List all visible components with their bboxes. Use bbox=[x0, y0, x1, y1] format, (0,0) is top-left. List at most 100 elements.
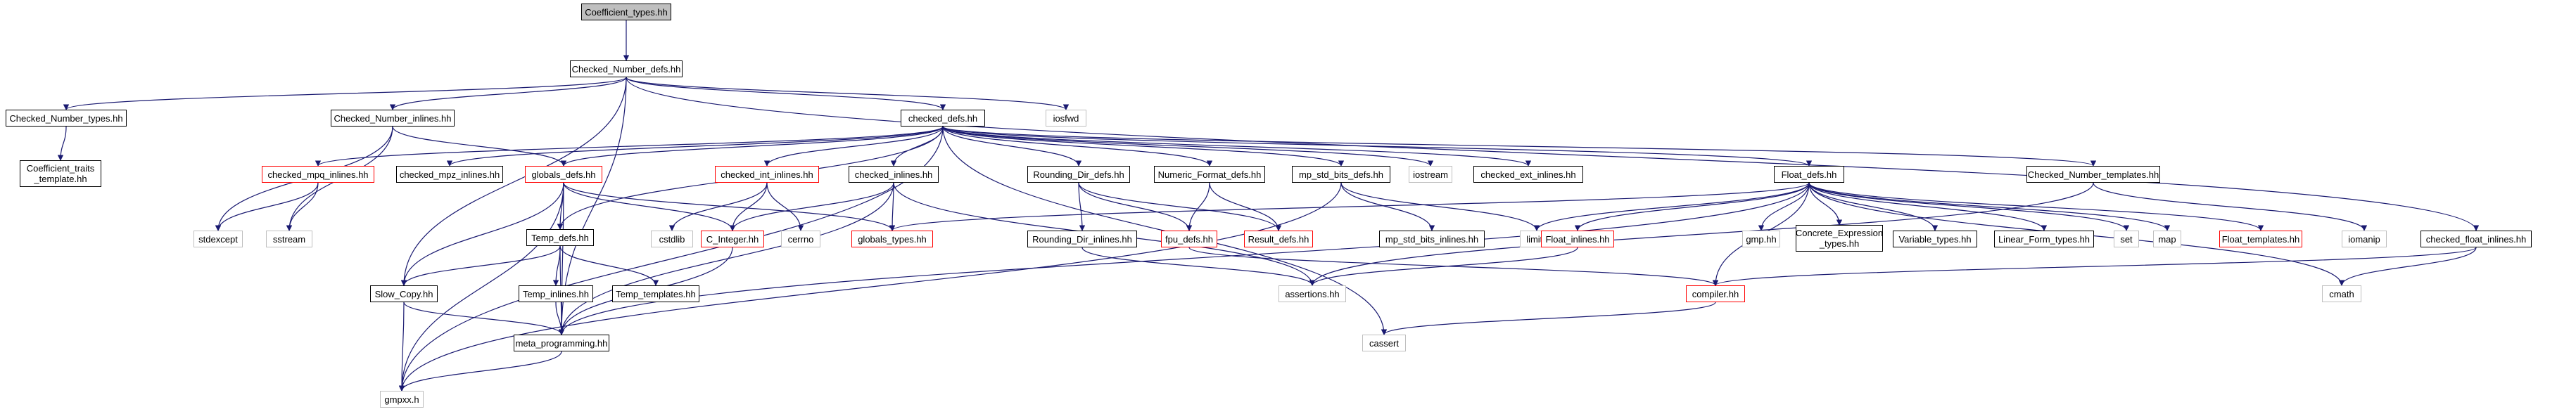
edge-checked-number-defs-to-iosfwd bbox=[626, 77, 1069, 110]
node-sstream[interactable]: sstream bbox=[266, 231, 312, 247]
edge-checked-number-types-to-coefficient-traits-template bbox=[57, 126, 67, 161]
edge-float-defs-to-set bbox=[1808, 182, 2130, 231]
node-concrete-expression-types[interactable]: Concrete_Expression _types.hh bbox=[1796, 225, 1883, 252]
node-linear-form-types[interactable]: Linear_Form_types.hh bbox=[1994, 231, 2094, 247]
edge-numeric-format-defs-to-fpu-defs bbox=[1186, 182, 1210, 231]
edge-checked-number-defs-to-slow-copy bbox=[400, 77, 627, 286]
edge-mp-std-bits-defs-to-limits bbox=[1340, 182, 1540, 231]
edge-checked-defs-to-rounding-dir-defs bbox=[942, 126, 1082, 167]
node-cerrno[interactable]: cerrno bbox=[781, 231, 820, 247]
edge-checked-mpq-inlines-to-sstream bbox=[286, 182, 319, 231]
edge-rounding-dir-inlines-to-assertions bbox=[1081, 247, 1316, 286]
node-mp-std-bits-defs[interactable]: mp_std_bits_defs.hh bbox=[1292, 166, 1390, 183]
node-iosfwd[interactable]: iosfwd bbox=[1046, 110, 1086, 127]
node-iomanip[interactable]: iomanip bbox=[2342, 231, 2387, 247]
node-set[interactable]: set bbox=[2114, 231, 2139, 247]
node-meta-programming[interactable]: meta_programming.hh bbox=[514, 335, 609, 351]
node-gmp[interactable]: gmp.hh bbox=[1742, 231, 1780, 247]
node-fpu-defs[interactable]: fpu_defs.hh bbox=[1161, 231, 1217, 247]
edge-float-defs-to-limits bbox=[1533, 182, 1810, 231]
edge-mp-std-bits-defs-to-gmpxx bbox=[398, 182, 1342, 392]
node-checked-int-inlines[interactable]: checked_int_inlines.hh bbox=[715, 166, 819, 183]
node-globals-types[interactable]: globals_types.hh bbox=[851, 231, 933, 247]
node-checked-number-defs[interactable]: Checked_Number_defs.hh bbox=[570, 60, 683, 77]
node-variable-types[interactable]: Variable_types.hh bbox=[1893, 231, 1977, 247]
edge-checked-mpq-inlines-to-stdexcept bbox=[215, 182, 319, 231]
edge-checked-number-templates-to-assertions bbox=[1309, 182, 2094, 286]
node-result-defs[interactable]: Result_defs.hh bbox=[1244, 231, 1313, 247]
edge-mp-std-bits-defs-to-mp-std-bits-inlines bbox=[1340, 182, 1435, 231]
node-float-defs[interactable]: Float_defs.hh bbox=[1774, 166, 1844, 183]
edge-temp-defs-to-temp-inlines bbox=[552, 245, 561, 286]
node-checked-float-inlines[interactable]: checked_float_inlines.hh bbox=[2420, 231, 2532, 247]
edge-slow-copy-to-meta-programming bbox=[403, 302, 565, 335]
edge-checked-defs-to-iostream bbox=[942, 126, 1434, 167]
edge-fpu-defs-to-compiler bbox=[1188, 247, 1718, 286]
node-iostream[interactable]: iostream bbox=[1409, 166, 1452, 183]
edge-float-inlines-to-assertions bbox=[1309, 247, 1578, 286]
node-temp-templates[interactable]: Temp_templates.hh bbox=[612, 285, 699, 302]
node-checked-number-templates[interactable]: Checked_Number_templates.hh bbox=[2026, 166, 2160, 183]
edge-checked-defs-to-float-defs bbox=[942, 126, 1812, 167]
node-cstdlib[interactable]: cstdlib bbox=[651, 231, 693, 247]
edge-checked-inlines-to-globals-types bbox=[889, 182, 896, 231]
node-compiler[interactable]: compiler.hh bbox=[1686, 285, 1745, 302]
node-coefficient-traits-template[interactable]: Coefficient_traits _template.hh bbox=[20, 160, 101, 187]
edge-numeric-format-defs-to-result-defs bbox=[1209, 182, 1282, 231]
node-gmpxx[interactable]: gmpxx.h bbox=[380, 391, 424, 408]
node-coefficient-types[interactable]: Coefficient_types.hh bbox=[581, 4, 671, 20]
edge-temp-defs-to-temp-templates bbox=[559, 245, 659, 286]
node-checked-number-types[interactable]: Checked_Number_types.hh bbox=[6, 110, 127, 127]
node-checked-mpz-inlines[interactable]: checked_mpz_inlines.hh bbox=[396, 166, 503, 183]
node-checked-number-inlines[interactable]: Checked_Number_inlines.hh bbox=[331, 110, 455, 127]
edge-globals-defs-to-globals-types bbox=[563, 182, 896, 231]
edge-checked-int-inlines-to-cerrno bbox=[766, 182, 804, 231]
node-numeric-format-defs[interactable]: Numeric_Format_defs.hh bbox=[1154, 166, 1265, 183]
node-checked-inlines[interactable]: checked_inlines.hh bbox=[849, 166, 939, 183]
node-temp-inlines[interactable]: Temp_inlines.hh bbox=[519, 285, 593, 302]
edge-checked-float-inlines-to-compiler bbox=[1713, 247, 2477, 286]
edge-checked-number-defs-to-checked-number-inlines bbox=[389, 77, 627, 110]
node-map[interactable]: map bbox=[2153, 231, 2181, 247]
edge-checked-number-inlines-to-globals-defs bbox=[392, 126, 567, 167]
edge-checked-int-inlines-to-c-integer bbox=[729, 182, 768, 231]
edge-slow-copy-to-gmpxx bbox=[398, 302, 405, 392]
edge-checked-number-defs-to-checked-defs bbox=[626, 77, 946, 110]
node-cassert[interactable]: cassert bbox=[1362, 335, 1406, 351]
edge-float-defs-to-float-templates bbox=[1808, 182, 2264, 231]
node-float-inlines[interactable]: Float_inlines.hh bbox=[1541, 231, 1614, 247]
edge-rounding-dir-defs-to-rounding-dir-inlines bbox=[1078, 182, 1086, 231]
edge-compiler-to-cassert bbox=[1381, 302, 1716, 335]
edge-checked-int-inlines-to-cstdlib bbox=[668, 182, 768, 231]
edge-checked-defs-to-mp-std-bits-defs bbox=[942, 126, 1345, 167]
edge-checked-defs-to-checked-ext-inlines bbox=[942, 126, 1531, 167]
node-rounding-dir-defs[interactable]: Rounding_Dir_defs.hh bbox=[1027, 166, 1130, 183]
node-concrete-expression-types-label: Concrete_Expression _types.hh bbox=[1795, 228, 1884, 249]
node-globals-defs[interactable]: globals_defs.hh bbox=[525, 166, 602, 183]
node-coefficient-traits-template-label: Coefficient_traits _template.hh bbox=[26, 163, 95, 184]
node-float-templates[interactable]: Float_templates.hh bbox=[2219, 231, 2302, 247]
edge-checked-defs-to-numeric-format-defs bbox=[942, 126, 1213, 167]
node-assertions[interactable]: assertions.hh bbox=[1279, 285, 1346, 302]
node-slow-copy[interactable]: Slow_Copy.hh bbox=[370, 285, 438, 302]
edge-float-defs-to-float-inlines bbox=[1574, 182, 1810, 231]
node-rounding-dir-inlines[interactable]: Rounding_Dir_inlines.hh bbox=[1027, 231, 1137, 247]
node-c-integer[interactable]: C_Integer.hh bbox=[701, 231, 764, 247]
edge-rounding-dir-defs-to-fpu-defs bbox=[1078, 182, 1193, 231]
node-checked-mpq-inlines[interactable]: checked_mpq_inlines.hh bbox=[262, 166, 374, 183]
edge-checked-defs-to-checked-mpz-inlines bbox=[446, 126, 944, 167]
edge-rounding-dir-defs-to-result-defs bbox=[1078, 182, 1282, 231]
node-temp-defs[interactable]: Temp_defs.hh bbox=[526, 229, 594, 246]
node-checked-defs[interactable]: checked_defs.hh bbox=[901, 110, 985, 127]
edge-checked-float-inlines-to-cmath bbox=[2338, 247, 2477, 286]
node-mp-std-bits-inlines[interactable]: mp_std_bits_inlines.hh bbox=[1379, 231, 1485, 247]
node-stdexcept[interactable]: stdexcept bbox=[193, 231, 243, 247]
edge-checked-number-defs-to-checked-number-types bbox=[63, 77, 627, 110]
edge-checked-defs-to-checked-number-templates bbox=[942, 126, 2096, 167]
node-cmath[interactable]: cmath bbox=[2322, 285, 2361, 302]
node-checked-ext-inlines[interactable]: checked_ext_inlines.hh bbox=[1473, 166, 1583, 183]
edge-checked-inlines-to-c-integer bbox=[729, 182, 894, 231]
edge-checked-defs-to-checked-mpq-inlines bbox=[315, 126, 944, 167]
